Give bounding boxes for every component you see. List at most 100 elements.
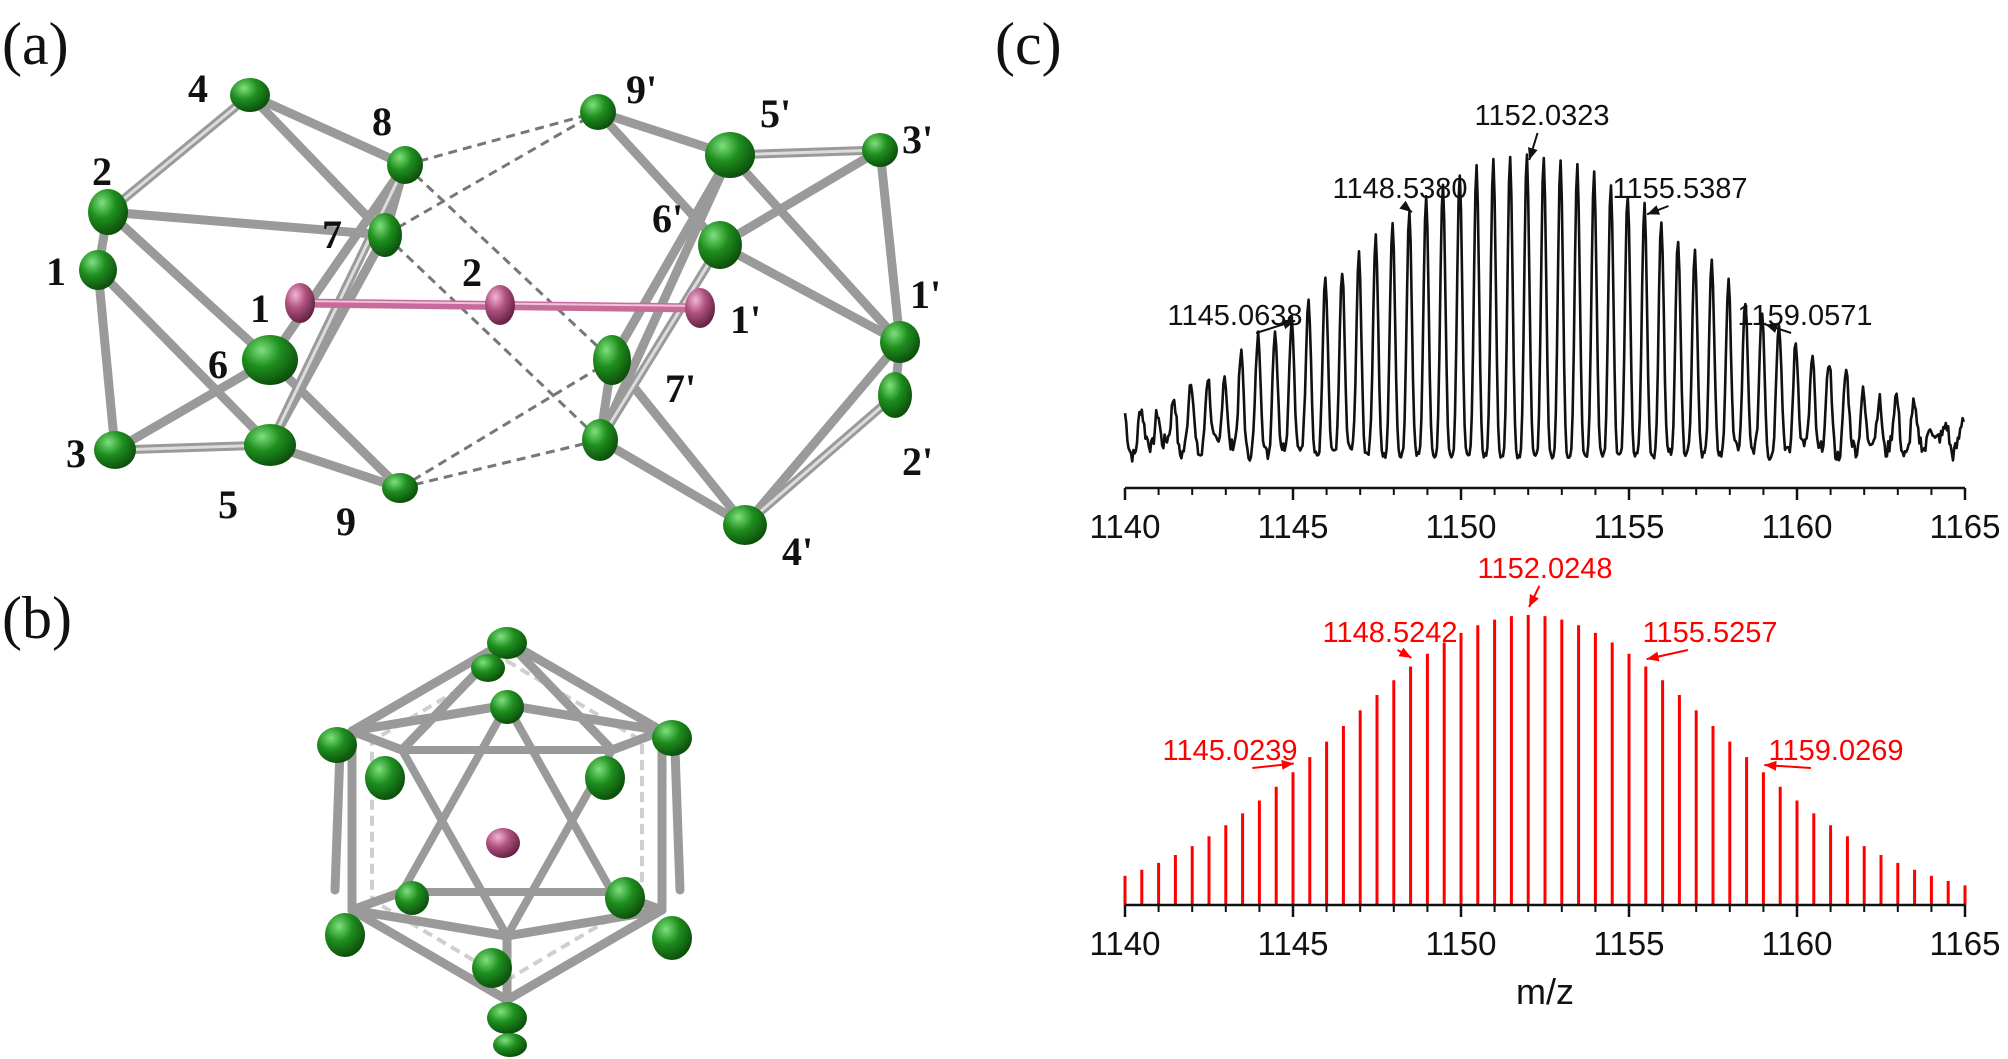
ms-chart-simulated: 1140 1145 1150 1155 1160 1165 m/z 1145.0…	[1090, 553, 2001, 1012]
molecule-a: 1 2 3 4 5 6 7 8 9 1' 2' 3' 4' 5' 6' 7' 9…	[46, 66, 941, 574]
annotation-arrowhead	[1398, 647, 1412, 658]
x-axis-title: m/z	[1516, 971, 1574, 1012]
boron-atom	[487, 1002, 527, 1034]
x-tick-labels-experimental: 1140 1145 1150 1155 1160 1165	[1090, 508, 2001, 545]
annotation-arrowhead	[1765, 323, 1779, 333]
boron-atom	[652, 720, 692, 756]
boron-atom-3-prime	[862, 133, 898, 167]
annotation-arrowhead	[1646, 651, 1660, 662]
atom-label: 2'	[902, 439, 933, 484]
boron-atom-4-prime	[723, 505, 767, 545]
atom-label: 3'	[902, 117, 933, 162]
boron-atom-3	[94, 431, 136, 469]
boron-atom-5-prime	[705, 132, 755, 178]
atom-label: 7	[322, 212, 342, 257]
annotations-experimental: 1145.0638 1148.5380 1152.0323 1155.5387 …	[1168, 100, 1873, 332]
metal-atom-2	[485, 285, 515, 325]
boron-atom	[652, 916, 692, 960]
tick-label: 1160	[1762, 508, 1833, 545]
boron-atom-2	[88, 189, 128, 235]
tick-label: 1150	[1426, 925, 1497, 962]
tick-label: 1165	[1930, 508, 2001, 545]
peak-annotation: 1159.0269	[1769, 735, 1904, 767]
boron-atom	[325, 913, 365, 957]
peak-annotation: 1155.5387	[1613, 173, 1748, 205]
x-ticks-experimental	[1123, 488, 1967, 500]
boron-atom	[490, 690, 524, 724]
boron-atom-1-prime	[880, 321, 920, 363]
panel-label-a: (a)	[2, 11, 69, 77]
annotation-arrowhead	[1647, 205, 1661, 215]
boron-atom	[493, 1033, 527, 1057]
right-cage-bonds	[593, 107, 905, 530]
boron-atom	[317, 727, 357, 763]
boron-atom-1	[79, 250, 117, 290]
atom-label: 3	[66, 431, 86, 476]
peak-annotation: 1145.0239	[1163, 735, 1298, 767]
annotations-simulated: 1145.0239 1148.5242 1152.0248 1155.5257 …	[1163, 553, 1904, 767]
annotation-arrowhead	[1528, 147, 1538, 161]
metal-label: 1	[250, 286, 270, 331]
atom-labels: 1 2 3 4 5 6 7 8 9 1' 2' 3' 4' 5' 6' 7' 9…	[46, 66, 941, 574]
metal-label: 2	[462, 250, 482, 295]
annotation-arrowhead	[1281, 759, 1294, 770]
x-tick-labels-simulated: 1140 1145 1150 1155 1160 1165	[1090, 925, 2001, 962]
tick-label: 1160	[1762, 925, 1833, 962]
peak-annotation: 1155.5257	[1643, 617, 1778, 649]
atom-label: 7'	[665, 366, 696, 411]
atom-label: 4'	[782, 529, 813, 574]
boron-atom	[487, 627, 527, 659]
annotation-arrows-simulated	[1252, 585, 1811, 771]
peak-annotation: 1145.0638	[1168, 300, 1303, 332]
atom-label: 5	[218, 482, 238, 527]
atom-label: 1'	[910, 272, 941, 317]
ms-chart-experimental: 1140 1145 1150 1155 1160 1165 1145.0638 …	[1090, 100, 2001, 545]
boron-atom-4	[230, 78, 270, 112]
boron-atom-7	[368, 213, 402, 257]
annotation-arrowhead	[1282, 319, 1296, 330]
boron-atom-8	[387, 146, 423, 184]
tick-label: 1150	[1426, 508, 1497, 545]
metal-atom-center	[486, 828, 520, 858]
experimental-trace	[1123, 153, 1966, 463]
tick-label: 1145	[1258, 508, 1329, 545]
panel-label-c: (c)	[995, 11, 1062, 77]
dashed-contacts	[383, 110, 614, 490]
boron-atom-extra	[582, 419, 618, 461]
boron-atom	[585, 756, 625, 800]
metal-atom-1-prime	[685, 288, 715, 328]
boron-atom-9-prime	[580, 94, 616, 130]
peak-annotation: 1159.0571	[1738, 300, 1873, 332]
atom-label: 2	[92, 149, 112, 194]
atom-label: 6'	[652, 196, 683, 241]
boron-atom	[472, 948, 512, 988]
molecule-b	[317, 627, 692, 1057]
panel-label-b: (b)	[2, 585, 72, 651]
tick-label: 1165	[1930, 925, 2001, 962]
boron-atom-6	[242, 335, 298, 385]
metal-atom-1	[285, 283, 315, 323]
atom-label: 4	[188, 66, 208, 111]
peak-annotation: 1148.5242	[1323, 617, 1458, 649]
atom-label: 8	[372, 99, 392, 144]
boron-atom-5	[244, 424, 296, 466]
atom-label: 5'	[760, 91, 791, 136]
tick-label: 1155	[1594, 508, 1665, 545]
boron-atom-2-prime	[878, 372, 912, 418]
boron-atom	[365, 756, 405, 800]
boron-atom	[605, 877, 645, 919]
boron-atom-7-prime	[593, 335, 631, 385]
boron-atoms-left	[79, 78, 423, 503]
metal-chain	[285, 283, 715, 328]
atom-label: 9'	[626, 67, 657, 112]
boron-atoms-right	[580, 94, 920, 545]
boron-atom	[395, 881, 429, 915]
tick-label: 1140	[1090, 508, 1161, 545]
cage-b-bonds	[330, 636, 685, 1005]
atom-label: 6	[208, 342, 228, 387]
x-ticks-simulated	[1123, 905, 1967, 917]
atom-label: 9	[336, 499, 356, 544]
simulated-bars	[1123, 615, 1967, 905]
tick-label: 1140	[1090, 925, 1161, 962]
